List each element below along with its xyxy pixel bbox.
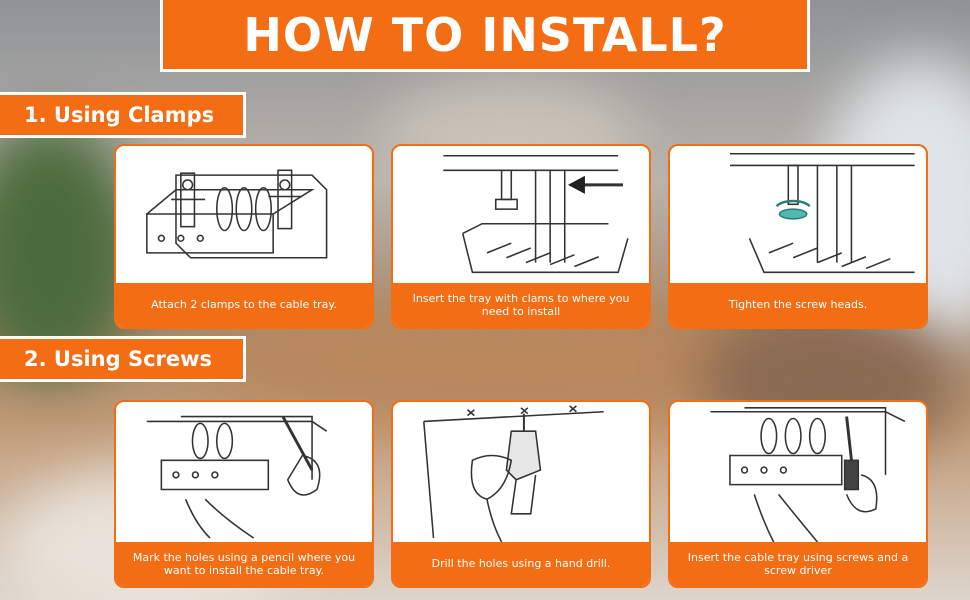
clamp-tray-icon <box>116 146 372 283</box>
step-caption: Mark the holes using a pencil where you … <box>116 542 372 586</box>
insert-tray-icon <box>393 146 649 283</box>
step-caption: Insert the tray with clams to where you … <box>393 283 649 327</box>
section-label-screws: 2. Using Screws <box>0 336 246 382</box>
step-caption: Drill the holes using a hand drill. <box>393 542 649 586</box>
tighten-screw-icon <box>670 146 926 283</box>
step-caption: Tighten the screw heads. <box>670 283 926 327</box>
step-card-mark-holes: Mark the holes using a pencil where you … <box>114 400 374 588</box>
step-card-insert-with-screws: Insert the cable tray using screws and a… <box>668 400 928 588</box>
step-card-tighten-screws: Tighten the screw heads. <box>668 144 928 329</box>
hand-drill-icon <box>393 402 649 542</box>
step-card-attach-clamps: Attach 2 clamps to the cable tray. <box>114 144 374 329</box>
step-card-drill-holes: Drill the holes using a hand drill. <box>391 400 651 588</box>
step-card-insert-tray: Insert the tray with clams to where you … <box>391 144 651 329</box>
screwdriver-icon <box>670 402 926 542</box>
step-caption: Insert the cable tray using screws and a… <box>670 542 926 586</box>
section-label-clamps: 1. Using Clamps <box>0 92 246 138</box>
step-caption: Attach 2 clamps to the cable tray. <box>116 283 372 327</box>
page-title: HOW TO INSTALL? <box>160 0 810 72</box>
pencil-mark-icon <box>116 402 372 542</box>
